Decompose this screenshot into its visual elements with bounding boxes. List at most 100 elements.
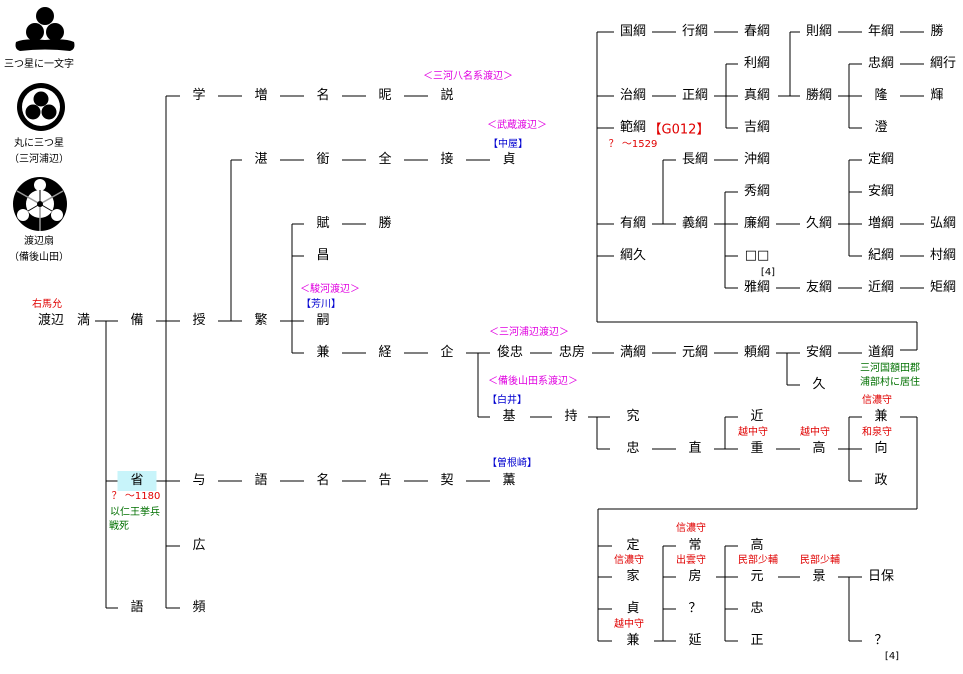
person-node[interactable]: 政 bbox=[874, 473, 888, 488]
person-node[interactable]: □□ bbox=[744, 248, 770, 263]
person-node[interactable]: 正 bbox=[750, 633, 764, 648]
person-node[interactable]: 久綱 bbox=[805, 216, 833, 231]
person-node[interactable]: 兼 bbox=[316, 345, 330, 360]
person-node[interactable]: 安綱 bbox=[867, 184, 895, 199]
person-node[interactable]: 定 bbox=[626, 538, 640, 553]
person-node-highlighted[interactable]: 省 bbox=[117, 471, 157, 491]
person-node[interactable]: 長綱 bbox=[681, 152, 709, 167]
person-node[interactable]: 矩綱 bbox=[929, 280, 957, 295]
person-node[interactable]: 友綱 bbox=[805, 280, 833, 295]
person-node[interactable]: 与 bbox=[192, 473, 206, 488]
person-node[interactable]: 元綱 bbox=[681, 345, 709, 360]
person-node[interactable]: 語 bbox=[130, 600, 144, 615]
person-node[interactable]: 忠 bbox=[750, 601, 764, 616]
person-node[interactable]: 利綱 bbox=[743, 56, 771, 71]
person-node[interactable]: 隆 bbox=[874, 88, 888, 103]
person-node[interactable]: 定綱 bbox=[867, 152, 895, 167]
person-node[interactable]: 賦 bbox=[316, 216, 330, 231]
person-node[interactable]: 持 bbox=[564, 409, 578, 424]
person-node[interactable]: 昵 bbox=[378, 88, 392, 103]
person-node[interactable]: 経 bbox=[378, 345, 392, 360]
person-node[interactable]: 学 bbox=[192, 88, 206, 103]
person-node[interactable]: 範綱 bbox=[619, 120, 647, 135]
person-node[interactable]: 治綱 bbox=[619, 88, 647, 103]
person-node[interactable]: 行綱 bbox=[681, 24, 709, 39]
person-node[interactable]: 雅綱 bbox=[743, 280, 771, 295]
person-node[interactable]: 景 bbox=[812, 569, 826, 584]
person-node[interactable]: 高 bbox=[812, 441, 826, 456]
person-node[interactable]: 企 bbox=[440, 345, 454, 360]
person-node[interactable]: 高 bbox=[750, 538, 764, 553]
person-node[interactable]: 備 bbox=[130, 313, 144, 328]
person-node[interactable]: ？ bbox=[688, 601, 702, 616]
person-node[interactable]: 安綱 bbox=[805, 345, 833, 360]
person-node[interactable]: 繁 bbox=[254, 313, 268, 328]
person-node[interactable]: 村綱 bbox=[929, 248, 957, 263]
person-node[interactable]: 全 bbox=[378, 152, 392, 167]
person-node[interactable]: 忠房 bbox=[558, 345, 586, 360]
person-node[interactable]: 俊忠 bbox=[496, 345, 524, 360]
person-node[interactable]: 兼 bbox=[874, 409, 888, 424]
genealogy-code-link[interactable]: 【G012】 bbox=[648, 122, 710, 138]
person-node[interactable]: 授 bbox=[192, 313, 206, 328]
person-node[interactable]: 秀綱 bbox=[743, 184, 771, 199]
person-node[interactable]: 忠綱 bbox=[867, 56, 895, 71]
person-node[interactable]: 契 bbox=[440, 473, 454, 488]
person-node[interactable]: 真綱 bbox=[743, 88, 771, 103]
person-node[interactable]: 廉綱 bbox=[743, 216, 771, 231]
person-node[interactable]: 正綱 bbox=[681, 88, 709, 103]
person-node[interactable]: 名 bbox=[316, 88, 330, 103]
person-node[interactable]: 説 bbox=[440, 88, 454, 103]
person-node[interactable]: 日保 bbox=[867, 569, 895, 584]
person-node[interactable]: 向 bbox=[874, 441, 888, 456]
person-node[interactable]: 近綱 bbox=[867, 280, 895, 295]
person-node[interactable]: 延 bbox=[688, 633, 702, 648]
person-node[interactable]: 銜 bbox=[316, 152, 330, 167]
person-node[interactable]: 勝 bbox=[378, 216, 392, 231]
person-node[interactable]: 輝 bbox=[930, 88, 944, 103]
person-node[interactable]: 弘綱 bbox=[929, 216, 957, 231]
person-node[interactable]: 直 bbox=[688, 441, 702, 456]
person-node[interactable]: 則綱 bbox=[805, 24, 833, 39]
person-node[interactable]: 道綱 bbox=[867, 345, 895, 360]
person-node[interactable]: 究 bbox=[626, 409, 640, 424]
person-node[interactable]: 澄 bbox=[874, 120, 888, 135]
person-node[interactable]: 貞 bbox=[626, 601, 640, 616]
person-node[interactable]: 綱久 bbox=[619, 248, 647, 263]
person-node[interactable]: 頼綱 bbox=[743, 345, 771, 360]
person-node[interactable]: 湛 bbox=[254, 152, 268, 167]
person-node[interactable]: 語 bbox=[254, 473, 268, 488]
person-node[interactable]: 薫 bbox=[502, 473, 516, 488]
person-node[interactable]: 基 bbox=[502, 409, 516, 424]
person-node[interactable]: 忠 bbox=[626, 441, 640, 456]
person-node[interactable]: 告 bbox=[378, 473, 392, 488]
person-node[interactable]: 頻 bbox=[192, 600, 206, 615]
person-node[interactable]: 接 bbox=[440, 152, 454, 167]
person-node[interactable]: 有綱 bbox=[619, 216, 647, 231]
person-node[interactable]: 満綱 bbox=[619, 345, 647, 360]
person-node[interactable]: 家 bbox=[626, 569, 640, 584]
person-node[interactable]: 重 bbox=[750, 441, 764, 456]
person-node[interactable]: 増綱 bbox=[867, 216, 895, 231]
person-node[interactable]: 名 bbox=[316, 473, 330, 488]
person-node[interactable]: 沖綱 bbox=[743, 152, 771, 167]
person-node[interactable]: 嗣 bbox=[316, 313, 330, 328]
person-node[interactable]: 紀綱 bbox=[867, 248, 895, 263]
person-node[interactable]: 久 bbox=[812, 377, 826, 392]
person-node[interactable]: 元 bbox=[750, 569, 764, 584]
person-node[interactable]: 年綱 bbox=[867, 24, 895, 39]
person-node[interactable]: 勝綱 bbox=[805, 88, 833, 103]
person-node[interactable]: 綱行 bbox=[929, 56, 957, 71]
person-node[interactable]: ？ bbox=[874, 633, 888, 648]
person-node[interactable]: 房 bbox=[688, 569, 702, 584]
person-node[interactable]: 増 bbox=[254, 88, 268, 103]
person-node[interactable]: 春綱 bbox=[743, 24, 771, 39]
person-node[interactable]: 近 bbox=[750, 409, 764, 424]
person-node[interactable]: 広 bbox=[192, 538, 206, 553]
person-node[interactable]: 昌 bbox=[316, 248, 330, 263]
person-node[interactable]: 吉綱 bbox=[743, 120, 771, 135]
person-node[interactable]: 兼 bbox=[626, 633, 640, 648]
person-node[interactable]: 勝 bbox=[930, 24, 944, 39]
person-node[interactable]: 貞 bbox=[502, 152, 516, 167]
person-node[interactable]: 義綱 bbox=[681, 216, 709, 231]
